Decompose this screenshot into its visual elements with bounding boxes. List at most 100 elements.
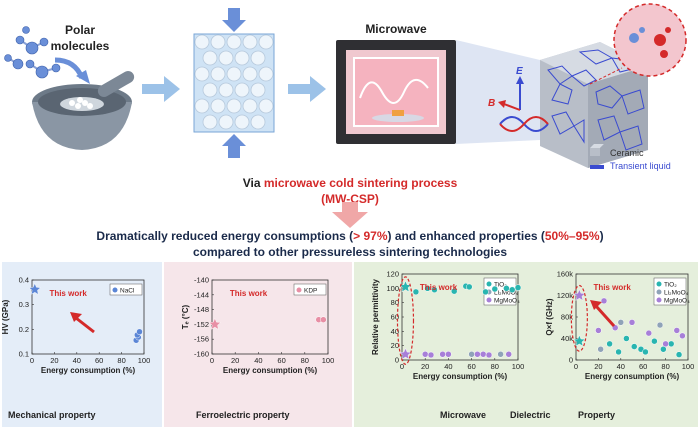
process-title: Via microwave cold sintering process (0, 176, 700, 190)
data-point (645, 329, 653, 337)
x-tick-label: 0 (400, 362, 404, 371)
data-point (505, 351, 512, 358)
data-point (600, 297, 608, 305)
process-illustration: Polar molecules Microwave (4, 3, 687, 169)
data-point (623, 335, 630, 342)
x-tick-label: 100 (322, 356, 335, 365)
legend-marker (656, 297, 662, 303)
x-tick-label: 40 (444, 362, 452, 371)
data-point (656, 321, 664, 329)
data-point (412, 288, 420, 296)
legend-ceramic: Ceramic (610, 148, 644, 158)
this-work-label: This work (230, 289, 268, 298)
data-point (606, 340, 613, 348)
data-point (431, 286, 438, 294)
data-point-star (399, 280, 412, 293)
data-point (474, 351, 481, 358)
y-tick-label: 0.4 (19, 276, 29, 285)
x-tick-label: 40 (617, 362, 625, 371)
data-point (439, 351, 446, 358)
pressed-powder-icon (193, 8, 275, 158)
arrow-right-icon (288, 76, 326, 102)
data-point (468, 351, 475, 358)
powder-particle (218, 50, 234, 66)
data-point (497, 351, 504, 358)
data-point (662, 340, 669, 348)
y-tick-label: 120 (386, 270, 399, 279)
powder-particle (226, 34, 242, 50)
arrow-right-icon (142, 76, 180, 102)
x-tick-label: 0 (210, 356, 214, 365)
this-work-arrowhead (70, 312, 82, 322)
data-point (617, 319, 625, 326)
x-axis-title: Energy consumption (%) (585, 372, 680, 381)
y-tick-label: 80 (391, 298, 399, 307)
headline-part1: Dramatically reduced energy consumptions… (96, 229, 354, 243)
microwave-oven-icon (336, 40, 456, 144)
x-tick-label: 0 (574, 362, 578, 371)
x-tick-label: 20 (231, 356, 239, 365)
powder-particle (234, 82, 250, 98)
x-tick-label: 80 (301, 356, 309, 365)
y-axis-title: Relative permittivity (371, 278, 380, 355)
polar-molecules-icon (4, 26, 61, 79)
data-point-star (208, 317, 222, 330)
via-text: Via (242, 176, 261, 190)
polar-label-2: molecules (51, 39, 110, 53)
y-tick-label: 0 (395, 356, 399, 365)
axis-b-label: B (488, 98, 495, 109)
polar-label-1: Polar (65, 23, 95, 37)
y-tick-label: -156 (194, 335, 209, 344)
data-point (491, 285, 499, 293)
legend-label: MgMoO₄ (664, 298, 690, 305)
data-point (642, 348, 649, 356)
this-work-label: This work (420, 283, 458, 292)
x-tick-label: 80 (117, 356, 125, 365)
y-tick-label: 0.2 (19, 325, 29, 334)
x-tick-label: 40 (254, 356, 262, 365)
y-tick-label: 20 (391, 341, 399, 350)
headline-part3: ) (599, 229, 604, 243)
y-tick-label: 40 (391, 327, 399, 336)
legend-marker (656, 289, 662, 295)
this-work-label: This work (593, 283, 631, 292)
powder-particle (202, 82, 218, 98)
x-tick-label: 20 (50, 356, 58, 365)
powder-particle (210, 98, 226, 114)
powder-particle (194, 66, 210, 82)
y-tick-label: 80k (561, 313, 573, 322)
legend-marker (656, 281, 662, 287)
headline-line2: compared to other pressureless sintering… (192, 245, 508, 259)
data-point (485, 351, 493, 359)
transient-liquid-swatch (590, 165, 604, 169)
powder-particle (218, 82, 234, 98)
x-tick-label: 100 (512, 362, 525, 371)
x-tick-label: 100 (138, 356, 151, 365)
dielectric-label-3: Property (578, 410, 616, 420)
molecule-zoom-icon (589, 3, 687, 85)
data-point (421, 351, 429, 358)
powder-particle (234, 114, 250, 130)
y-tick-label: 160k (557, 270, 574, 279)
data-point (479, 351, 487, 358)
powder-particle (202, 114, 218, 130)
y-tick-label: -140 (194, 276, 209, 285)
powder-particle (218, 114, 234, 130)
x-tick-label: 20 (594, 362, 602, 371)
legend-box (109, 283, 143, 296)
x-axis-title: Energy consumption (%) (413, 372, 508, 381)
powder-particle (226, 98, 242, 114)
y-tick-label: -144 (194, 290, 209, 299)
y-tick-label: 0.1 (19, 350, 29, 359)
legend-label: TiO₂ (494, 282, 507, 289)
legend-marker (112, 287, 118, 293)
y-axis-title: HV (GPa) (1, 299, 10, 334)
data-point (597, 346, 604, 353)
x-tick-label: 60 (639, 362, 647, 371)
data-point (508, 286, 516, 294)
powder-particle (250, 50, 266, 66)
powder-particle (234, 50, 250, 66)
data-point-star (28, 282, 41, 295)
